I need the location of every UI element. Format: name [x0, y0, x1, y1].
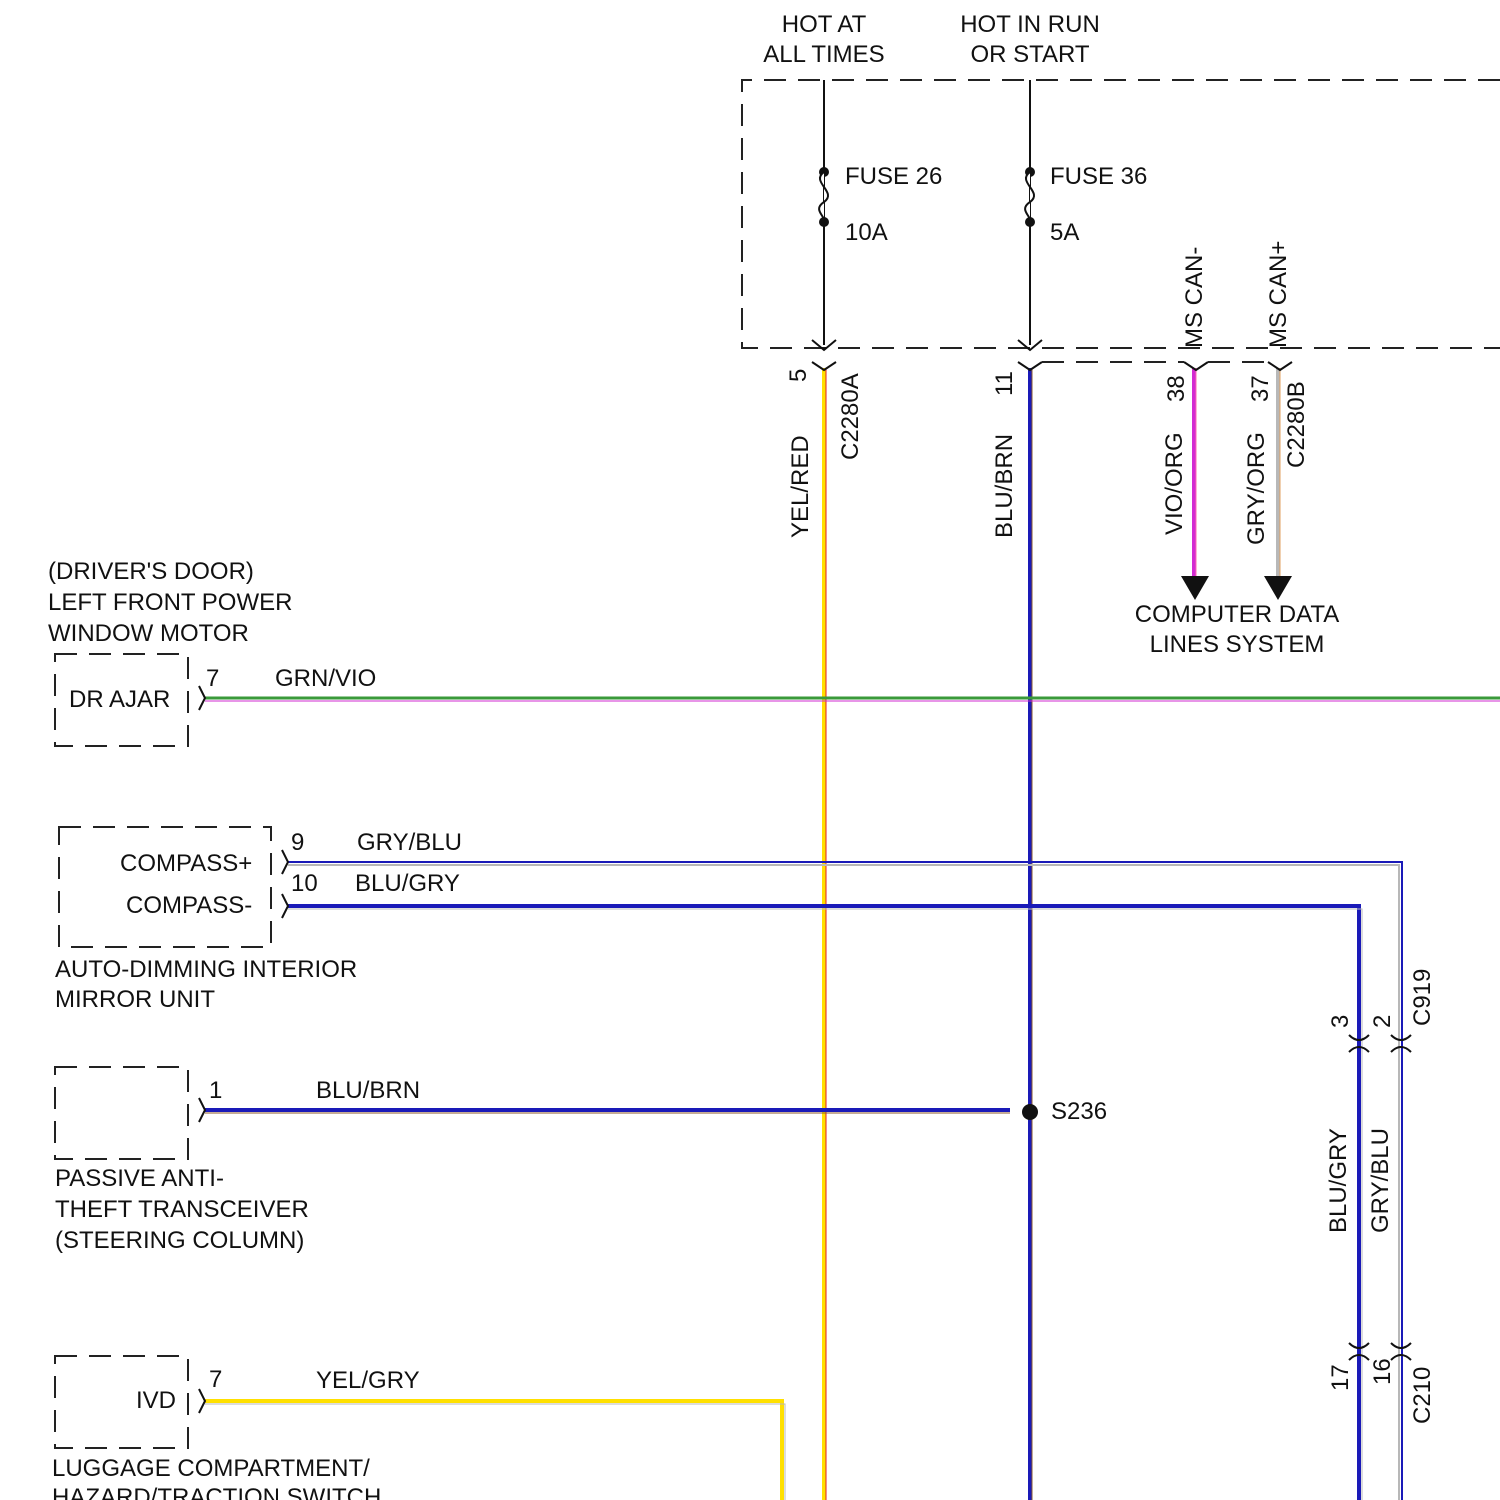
ivd-label: IVD — [136, 1387, 176, 1414]
wire-label-blu-gry-vertical: BLU/GRY — [1325, 1128, 1352, 1233]
c2280b-name: C2280B — [1283, 381, 1310, 468]
compass-minus-pin-symbol — [282, 894, 288, 918]
computer-data-line2: LINES SYSTEM — [1150, 631, 1325, 658]
c2280b-pin-38: 38 — [1163, 375, 1190, 402]
c210-pin-17: 17 — [1327, 1364, 1354, 1391]
luggage-pin-symbol — [199, 1389, 205, 1413]
wire-label-gry-blu-vertical: GRY/BLU — [1367, 1128, 1394, 1233]
hot-in-run-line1: HOT IN RUN — [960, 11, 1100, 38]
pats-title-line3: (STEERING COLUMN) — [55, 1227, 304, 1254]
c919-pin-3: 3 — [1327, 1015, 1354, 1028]
compass-plus-pin: 9 — [291, 829, 304, 856]
fuse-26-rating: 10A — [845, 219, 888, 246]
pats-title-line2: THEFT TRANSCEIVER — [55, 1196, 309, 1223]
window-motor-title-line1: (DRIVER'S DOOR) — [48, 558, 254, 585]
luggage-title-line2: HAZARD/TRACTION SWITCH — [52, 1484, 381, 1500]
splice-s236-dot — [1022, 1104, 1038, 1120]
ms-can-minus-label: MS CAN- — [1181, 247, 1208, 348]
wire-grn-vio — [205, 698, 1500, 701]
pats-pin-symbol — [199, 1098, 205, 1122]
hot-at-all-times-line2: ALL TIMES — [763, 41, 884, 68]
window-motor-title-line3: WINDOW MOTOR — [48, 620, 249, 647]
hot-in-run-line2: OR START — [970, 41, 1089, 68]
wire-label-grn-vio: GRN/VIO — [275, 665, 376, 692]
wire-label-vio-org: VIO/ORG — [1161, 432, 1188, 535]
can-plus-arrow-icon — [1264, 576, 1292, 600]
wire-blu-brn-vertical — [1030, 368, 1032, 1500]
fuse-36-symbol — [1025, 167, 1035, 227]
ms-can-plus-label: MS CAN+ — [1265, 241, 1292, 348]
wire-label-blu-gry: BLU/GRY — [355, 870, 460, 897]
compass-minus-label: COMPASS- — [126, 892, 252, 919]
compass-plus-pin-symbol — [282, 850, 288, 874]
fuse-36-label: FUSE 36 — [1050, 163, 1147, 190]
pats-box — [55, 1067, 188, 1159]
splice-s236-label: S236 — [1051, 1098, 1107, 1125]
pats-pin: 1 — [209, 1077, 222, 1104]
c2280a-pin-5: 5 — [785, 369, 812, 382]
fuse-26-label: FUSE 26 — [845, 163, 942, 190]
pats-title-line1: PASSIVE ANTI- — [55, 1165, 224, 1192]
wire-gry-org — [1278, 368, 1280, 578]
window-motor-title-line2: LEFT FRONT POWER — [48, 589, 292, 616]
c210-pin-16: 16 — [1369, 1358, 1396, 1385]
fuse-26-symbol — [819, 167, 829, 227]
fuse-36-rating: 5A — [1050, 219, 1079, 246]
wire-label-blu-brn-vertical: BLU/BRN — [991, 434, 1018, 538]
window-motor-pin-symbol — [199, 686, 205, 710]
compass-plus-label: COMPASS+ — [120, 850, 252, 877]
wire-label-yel-red: YEL/RED — [787, 435, 814, 538]
computer-data-line1: COMPUTER DATA — [1135, 601, 1339, 628]
wire-label-blu-brn: BLU/BRN — [316, 1077, 420, 1104]
luggage-title-line1: LUGGAGE COMPARTMENT/ — [52, 1455, 370, 1482]
wire-label-gry-blu: GRY/BLU — [357, 829, 462, 856]
c2280-connector-symbols — [812, 340, 1292, 370]
hot-at-all-times-line1: HOT AT — [782, 11, 867, 38]
luggage-pin: 7 — [209, 1366, 222, 1393]
window-motor-pin: 7 — [206, 665, 219, 692]
compass-minus-pin: 10 — [291, 870, 318, 897]
c210-name: C210 — [1409, 1367, 1436, 1424]
can-minus-arrow-icon — [1181, 576, 1209, 600]
mirror-unit-title-line2: MIRROR UNIT — [55, 986, 215, 1013]
wire-blu-brn — [205, 1110, 1010, 1113]
dr-ajar-label: DR AJAR — [69, 686, 170, 713]
wire-vio-org — [1194, 368, 1196, 578]
fuse-box — [742, 80, 1500, 348]
c2280a-name: C2280A — [837, 373, 864, 460]
mirror-unit-title-line1: AUTO-DIMMING INTERIOR — [55, 956, 357, 983]
wire-label-gry-org: GRY/ORG — [1243, 432, 1270, 545]
c2280a-pin-11: 11 — [991, 371, 1018, 396]
c2280b-pin-37: 37 — [1247, 375, 1274, 402]
c919-name: C919 — [1409, 969, 1436, 1026]
wire-yel-red — [824, 368, 826, 1500]
c919-pin-2: 2 — [1369, 1015, 1396, 1028]
mirror-unit-box — [59, 827, 271, 947]
wire-label-yel-gry: YEL/GRY — [316, 1367, 420, 1394]
